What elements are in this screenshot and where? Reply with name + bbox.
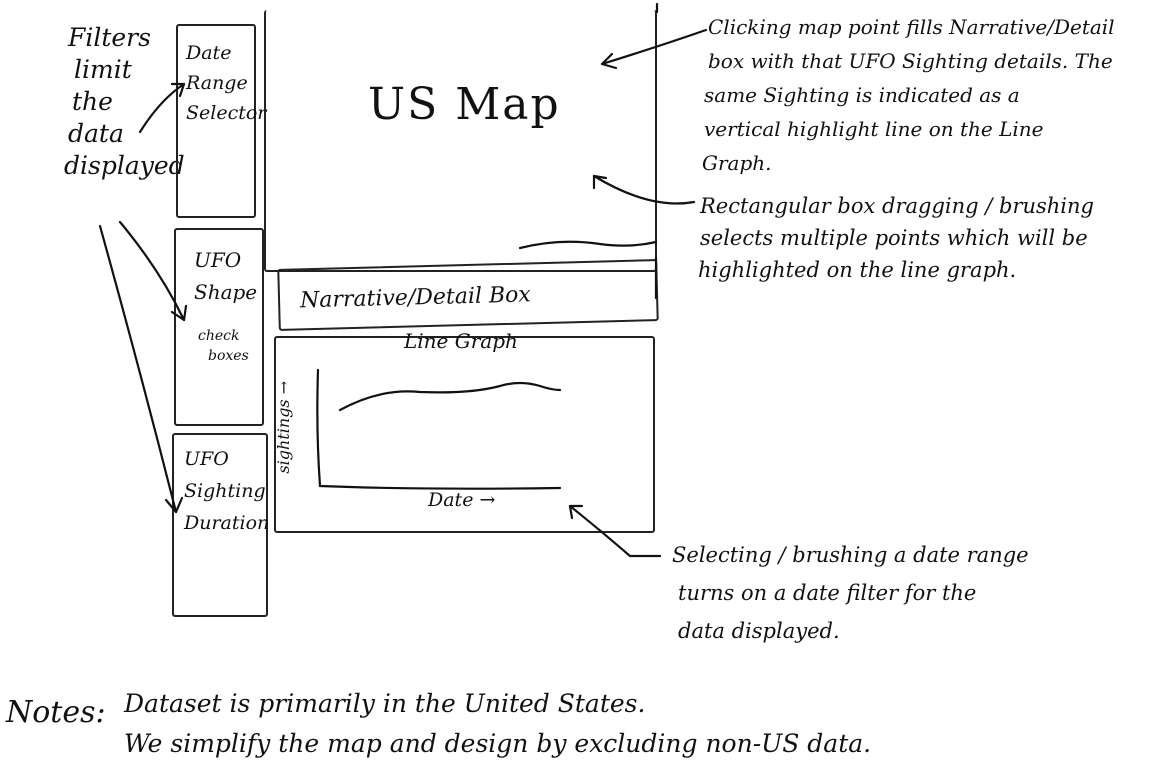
- date-range-selector-box[interactable]: Date Range Selector: [176, 24, 266, 218]
- ufo-shape-label: UFO Shape: [194, 244, 257, 308]
- duration-line: Sighting: [184, 480, 266, 502]
- ufo-shape-line: UFO: [194, 248, 242, 272]
- date-brush-arrowhead: [568, 504, 584, 520]
- filters-to-duration-arrow: [98, 224, 178, 514]
- date-brush-arrow: [568, 504, 662, 558]
- annotation-line: Selecting / brushing a date range: [672, 543, 1029, 567]
- notes-line: We simplify the map and design by exclud…: [124, 729, 872, 758]
- duration-line: Duration: [184, 512, 270, 534]
- date-range-line: Range: [186, 72, 248, 94]
- filters-note: Filters limit the data displayed: [64, 22, 185, 182]
- date-range-line: Date: [186, 42, 232, 64]
- line-graph-xlabel: Date →: [428, 489, 496, 511]
- date-brush-annotation: Selecting / brushing a date range turns …: [672, 536, 1029, 650]
- line-graph-title: Line Graph: [404, 329, 518, 353]
- annotation-line: data displayed.: [678, 619, 840, 643]
- duration-line: UFO: [184, 448, 229, 470]
- filters-to-shape-arrow: [118, 220, 186, 322]
- ufo-sighting-duration-label: UFO Sighting Duration: [184, 443, 269, 539]
- ufo-shape-sub-line: boxes: [208, 348, 249, 364]
- map-bottom-wave: [518, 240, 658, 250]
- map-brush-arrowhead: [592, 174, 608, 190]
- annotation-line: Graph.: [702, 151, 772, 175]
- ufo-shape-line: Shape: [194, 280, 258, 304]
- map-brush-annotation: Rectangular box dragging / brushing sele…: [698, 190, 1094, 286]
- filters-to-shape-arrowhead: [170, 304, 188, 322]
- ufo-shape-sub-line: check: [198, 328, 240, 344]
- line-graph-box[interactable]: Line Graph sightings → Date →: [274, 330, 655, 533]
- map-click-annotation: Clicking map point fills Narrative/Detai…: [702, 10, 1115, 180]
- filters-note-line: data: [68, 119, 124, 148]
- annotation-line: box with that UFO Sighting details. The: [708, 49, 1113, 73]
- line-graph-x-axis: [318, 484, 562, 490]
- annotation-line: Rectangular box dragging / brushing: [700, 194, 1094, 218]
- line-graph-y-axis: [316, 368, 322, 488]
- notes-prefix: Notes:: [6, 695, 106, 730]
- map-click-arrowhead: [600, 52, 618, 70]
- date-range-line: Selector: [186, 102, 267, 124]
- ufo-shape-checkboxes-box[interactable]: UFO Shape check boxes: [174, 228, 264, 426]
- map-click-arrow: [600, 28, 708, 66]
- annotation-line: Clicking map point fills Narrative/Detai…: [708, 15, 1115, 39]
- line-graph-series: [338, 381, 562, 412]
- notes-line: Dataset is primarily in the United State…: [124, 689, 646, 718]
- filters-to-date-arrowhead: [170, 82, 186, 98]
- filters-note-line: limit: [74, 55, 132, 84]
- ufo-shape-sublabel: check boxes: [198, 326, 249, 366]
- filters-to-date-arrow: [138, 82, 186, 134]
- filters-to-duration-arrowhead: [164, 496, 184, 514]
- filters-note-line: Filters: [68, 23, 151, 52]
- us-map-box[interactable]: US Map: [264, 10, 657, 272]
- annotation-line: same Sighting is indicated as a: [704, 83, 1020, 107]
- ufo-sighting-duration-box[interactable]: UFO Sighting Duration: [172, 433, 269, 617]
- annotation-line: vertical highlight line on the Line: [704, 117, 1044, 141]
- filters-note-line: displayed: [64, 151, 185, 180]
- date-range-selector-label: Date Range Selector: [186, 38, 266, 128]
- notes-text: Dataset is primarily in the United State…: [124, 684, 871, 764]
- annotation-line: turns on a date filter for the: [678, 581, 977, 605]
- map-brush-arrow: [592, 174, 696, 205]
- us-map-label: US Map: [368, 79, 561, 130]
- annotation-line: selects multiple points which will be: [700, 226, 1088, 250]
- filters-note-line: the: [72, 87, 113, 116]
- annotation-line: highlighted on the line graph.: [698, 258, 1017, 282]
